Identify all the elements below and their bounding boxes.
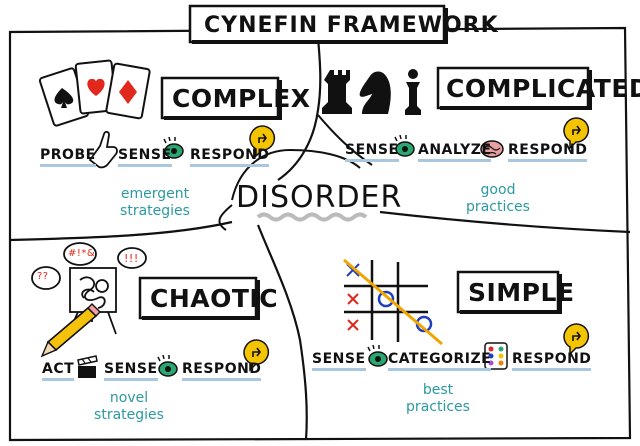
chaotic-label: CHAOTIC [150, 284, 279, 313]
chaotic-doodle-exclaim: !!! [124, 252, 139, 265]
clapperboard-icon [77, 355, 98, 378]
respond-arrow-icon-simple [563, 323, 590, 356]
chaotic-step-act: ACT [42, 361, 75, 381]
disorder-squiggle [256, 212, 368, 222]
pointing-hand-icon [88, 130, 118, 169]
category-grid-icon [484, 342, 508, 370]
complicated-label: COMPLICATED [446, 74, 640, 103]
chess-pieces-icon [322, 69, 421, 115]
chaotic-step-respond: RESPOND [182, 361, 262, 381]
simple-step-respond: RESPOND [512, 351, 592, 371]
complicated-note-line1: good [480, 182, 516, 198]
complex-note-line2: strategies [120, 203, 190, 219]
disorder-arc-left [218, 204, 233, 231]
disorder-label: DISORDER [236, 180, 403, 215]
simple-step-sense: SENSE [312, 351, 366, 371]
divider-left [9, 220, 233, 242]
respond-arrow-icon-chaotic [243, 339, 270, 372]
complicated-note-line2: practices [466, 199, 530, 215]
simple-note: best practices [388, 382, 488, 416]
complex-step-sense: SENSE [118, 147, 172, 167]
complicated-step-respond: RESPOND [508, 142, 588, 162]
eye-icon-complicated [394, 134, 415, 157]
divider-bottom [256, 224, 308, 441]
brain-icon [480, 140, 504, 158]
simple-note-line2: practices [406, 399, 470, 415]
chaotic-doodle-question: ?? [37, 271, 49, 282]
chaotic-step-sense: SENSE [104, 361, 158, 381]
respond-arrow-icon-complicated [563, 117, 590, 150]
complicated-note: good practices [448, 182, 548, 216]
complex-step-respond: RESPOND [190, 147, 270, 167]
playing-cards-icon [38, 59, 151, 127]
tic-tac-toe-icon [343, 258, 443, 346]
complicated-box [436, 66, 590, 110]
complex-note-line1: emergent [120, 186, 190, 202]
simple-box [456, 270, 560, 314]
simple-note-line1: best [422, 382, 454, 398]
respond-arrow-icon-complex [249, 125, 276, 158]
complicated-step-sense: SENSE [345, 142, 399, 162]
complicated-step-analyze: ANALYZE [418, 142, 492, 162]
chaotic-doodle-curse: #!*& [68, 248, 96, 259]
chaotic-note-line2: strategies [94, 407, 164, 423]
complex-note: emergent strategies [100, 186, 210, 220]
divider-top [277, 37, 322, 181]
pencil-icon [40, 303, 101, 358]
diagram-title: CYNEFIN FRAMEWORK [204, 13, 499, 38]
eye-icon-chaotic [157, 354, 178, 377]
simple-label: SIMPLE [468, 278, 575, 307]
complex-step-probe: PROBE [40, 147, 96, 167]
divider-right [379, 210, 631, 234]
chaotic-note: novel strategies [74, 390, 184, 424]
complex-label: COMPLEX [172, 84, 311, 113]
eye-icon-complex [163, 136, 184, 159]
simple-step-categorize: CATEGORIZE [388, 351, 492, 371]
chaotic-note-line1: novel [109, 390, 149, 406]
eye-icon-simple [367, 344, 388, 367]
disorder-arc-top [231, 148, 361, 201]
